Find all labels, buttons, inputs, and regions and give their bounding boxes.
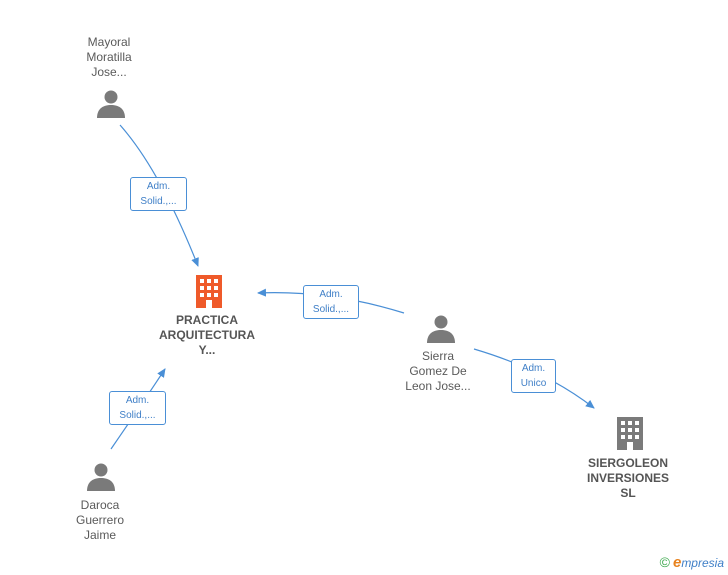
relation-line: Solid.,... bbox=[140, 196, 177, 207]
node-practica-label[interactable]: PRACTICA ARQUITECTURA Y... bbox=[159, 313, 255, 358]
node-siergoleon-label[interactable]: SIERGOLEON INVERSIONES SL bbox=[587, 456, 669, 501]
relation-line: Adm. bbox=[146, 181, 171, 192]
relation-line: Unico bbox=[520, 378, 547, 389]
node-label-line: Sierra bbox=[421, 349, 455, 363]
node-label-line: Gomez De bbox=[409, 364, 467, 378]
empresia-watermark: ©empresia bbox=[660, 554, 724, 571]
relation-line: Solid.,... bbox=[312, 304, 350, 315]
node-label-line: Mayoral bbox=[87, 35, 131, 49]
node-label-line: Leon Jose... bbox=[405, 379, 471, 393]
node-label-line: INVERSIONES bbox=[586, 471, 670, 485]
building-icon[interactable] bbox=[615, 416, 645, 450]
relation-badge-mayoral-practica[interactable]: Adm. Solid.,... bbox=[130, 177, 187, 211]
brand-name: mpresia bbox=[681, 556, 724, 570]
node-label-line: Jose... bbox=[91, 65, 127, 79]
person-icon[interactable] bbox=[426, 314, 456, 344]
node-label-line: Jaime bbox=[83, 528, 116, 542]
relation-badge-daroca-practica[interactable]: Adm. Solid.,... bbox=[109, 391, 166, 425]
node-label-line: Y... bbox=[198, 343, 216, 357]
person-icon[interactable] bbox=[96, 89, 126, 119]
brand-initial: e bbox=[672, 554, 682, 571]
node-label-line: Daroca bbox=[80, 498, 120, 512]
node-sierra-label[interactable]: Sierra Gomez De Leon Jose... bbox=[405, 349, 470, 394]
person-icon[interactable] bbox=[86, 462, 116, 492]
relation-line: Adm. bbox=[319, 289, 343, 300]
node-label-line: PRACTICA bbox=[176, 313, 238, 327]
node-mayoral-label[interactable]: Mayoral Moratilla Jose... bbox=[86, 35, 131, 80]
node-label-line: SIERGOLEON bbox=[587, 456, 668, 470]
node-label-line: Moratilla bbox=[86, 50, 132, 64]
relation-line: Adm. bbox=[521, 363, 546, 374]
relation-line: Adm. bbox=[125, 395, 150, 406]
relation-badge-sierra-siergoleon[interactable]: Adm. Unico bbox=[511, 359, 556, 393]
node-daroca-label[interactable]: Daroca Guerrero Jaime bbox=[76, 498, 124, 543]
node-label-line: SL bbox=[620, 486, 636, 500]
node-label-line: Guerrero bbox=[75, 513, 125, 527]
relation-line: Solid.,... bbox=[119, 410, 156, 421]
building-icon[interactable] bbox=[194, 274, 224, 308]
node-label-line: ARQUITECTURA bbox=[159, 328, 255, 342]
copyright-symbol: © bbox=[659, 554, 670, 570]
relation-badge-sierra-practica[interactable]: Adm. Solid.,... bbox=[303, 285, 359, 319]
